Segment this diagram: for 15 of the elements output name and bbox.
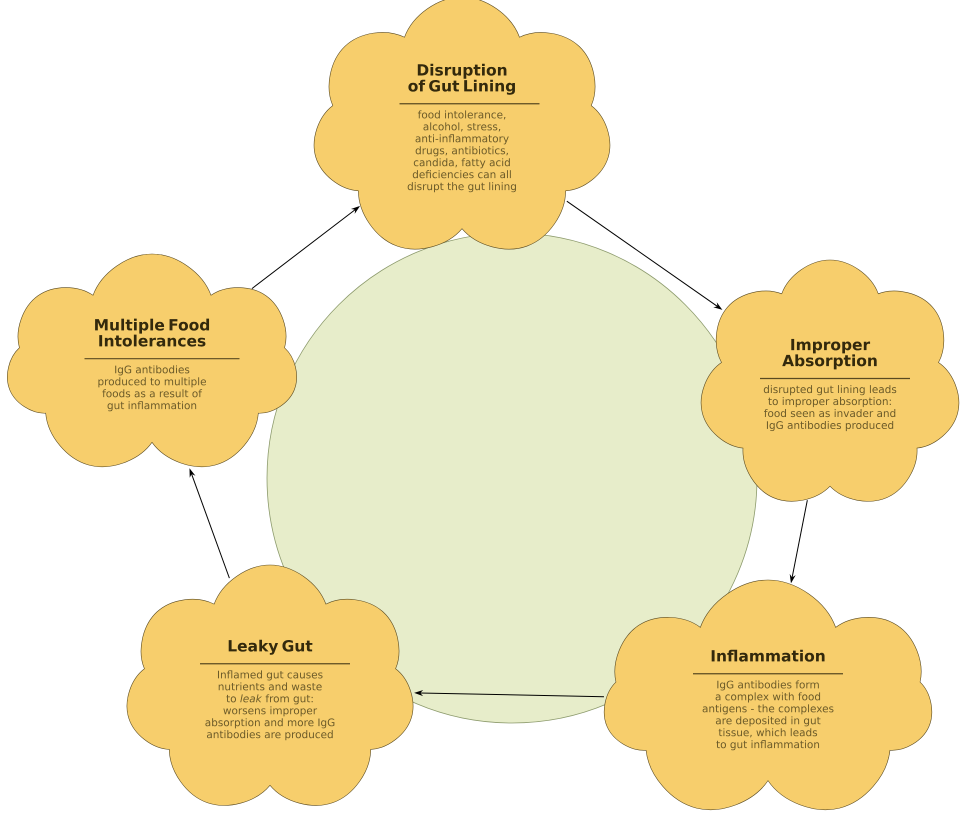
cloud-shape xyxy=(7,254,297,467)
heading: Multiple Food Intolerances xyxy=(95,318,210,347)
heading: Improper Absorption xyxy=(782,338,877,370)
description: disrupted gut lining leads to improper absorption: food seen as invader and IgG antibodies produced xyxy=(764,385,896,432)
cloud-shape xyxy=(126,564,414,806)
cloud-shape xyxy=(604,580,932,810)
cloud-shape xyxy=(700,260,960,502)
heading: Inflammation xyxy=(712,650,825,662)
description: Inflamed gut causes nutrients and waste to leak from gut: worsens improper absorption and more IgG antibodies are produced xyxy=(205,670,334,740)
cloud-shape xyxy=(314,0,610,250)
description: food intolerance, alcohol, stress, anti-inflammatory drugs, antibiotics, candida, fatty acid deficiencies can all disrupt the gut lining xyxy=(408,110,516,192)
heading: Disruption of Gut Lining xyxy=(408,64,515,95)
description: IgG antibodies produced to multiple foods as a result of gut inflammation xyxy=(98,365,206,412)
description: IgG antibodies form a complex with food antigens - the complexes are deposited in gut tissue, which leads to gut inflammation xyxy=(702,680,834,750)
heading: Leaky Gut xyxy=(228,640,312,655)
